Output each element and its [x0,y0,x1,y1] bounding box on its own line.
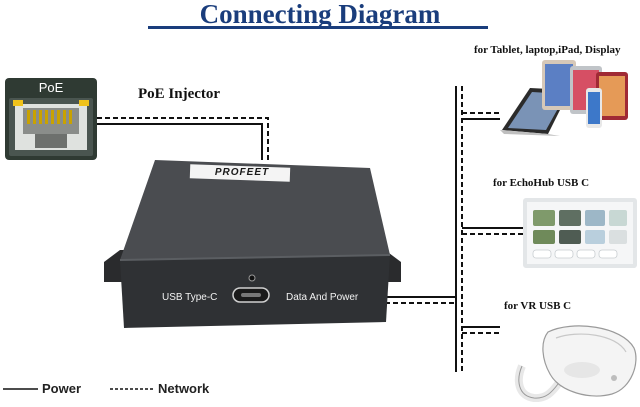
target-echohub-label: for EchoHub USB C [493,177,590,189]
branch-tablet [462,112,500,120]
branch-echohub [462,227,524,235]
poe-injector-device: PROFEET USB Type-C Data And Power [100,150,405,330]
port-usb-label: USB Type-C [162,292,218,303]
branch-vr [462,326,500,334]
distribution-bus [455,86,463,372]
poe-port-label: PoE [38,80,64,95]
legend-power-label: Power [42,381,82,396]
legend: Power Network [0,378,260,400]
title-underline [148,26,488,29]
legend-swatches [3,388,153,390]
legend-network-label: Network [158,381,210,396]
injector-label: PoE Injector [138,86,221,102]
network-cable [97,117,269,160]
injector-body-icon [104,160,401,328]
port-data-label: Data And Power [286,292,359,303]
device-brand: PROFEET [214,167,270,178]
poe-port: PoE [5,78,97,160]
target-vr-label: for VR USB C [504,300,572,312]
tablet-laptop-icon [500,60,638,138]
diagram-title: Connecting Diagram [199,0,441,29]
output-cable [385,296,455,304]
target-tablet-label: for Tablet, laptop,iPad, Display [474,44,621,56]
rj45-port-icon [5,78,97,160]
echohub-display-icon [523,198,637,270]
vr-headset-icon [512,318,638,403]
